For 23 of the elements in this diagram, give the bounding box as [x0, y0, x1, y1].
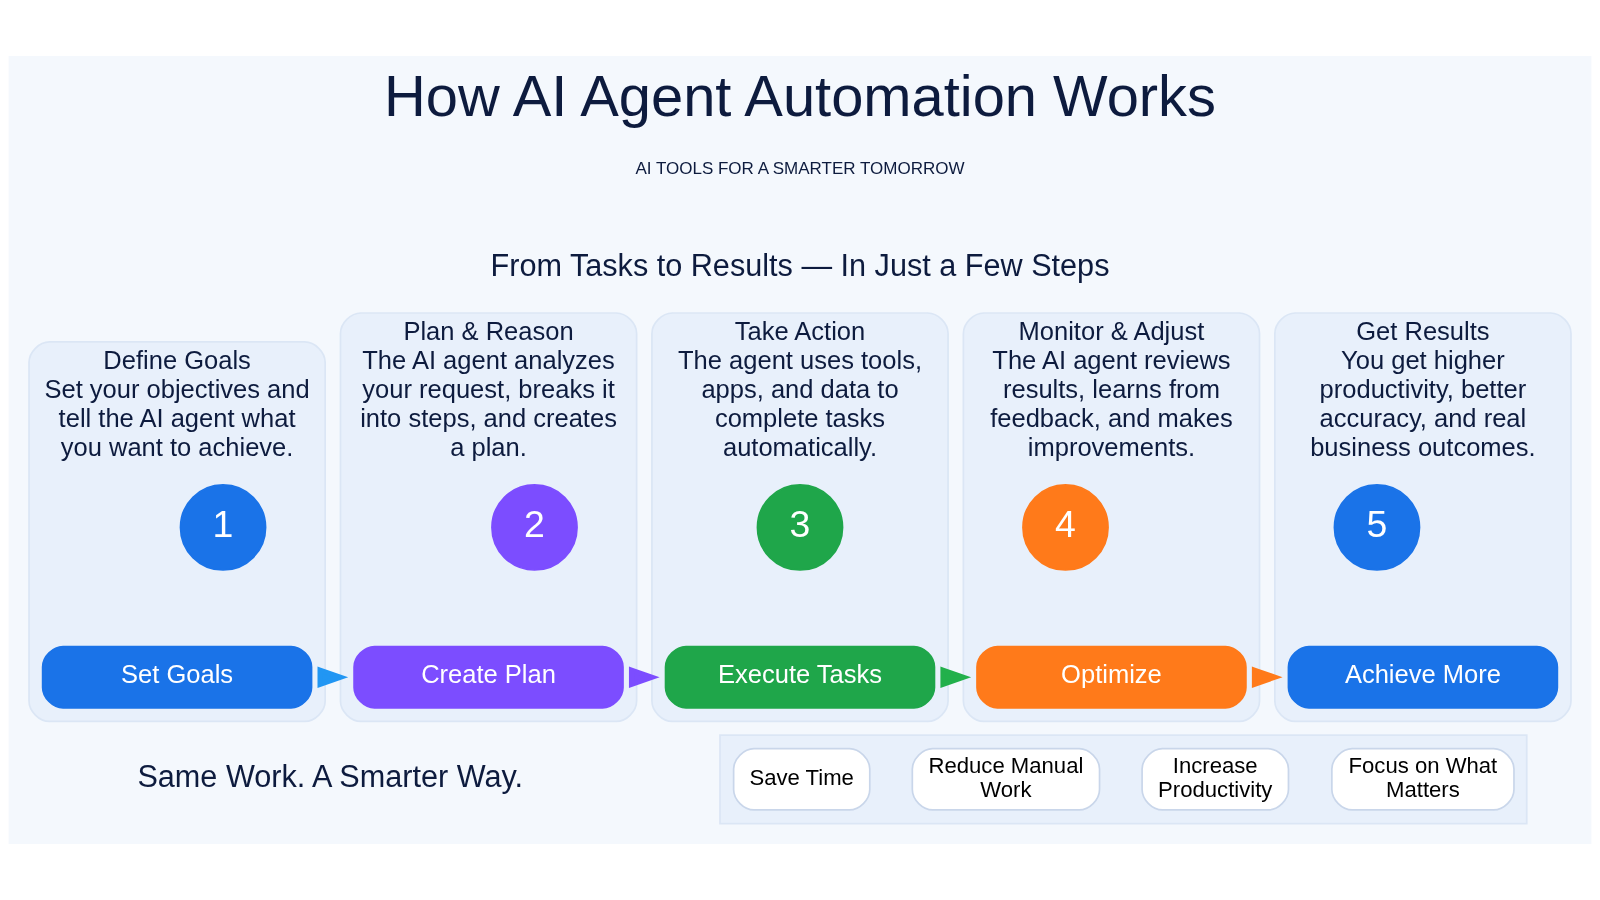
arrow: [940, 666, 972, 688]
node-box: Execute Tasks: [664, 645, 936, 709]
node-box: Reduce Manual Work: [911, 747, 1101, 811]
diagram-title: How AI Agent Automation Works: [384, 63, 1216, 128]
node-circle: 2: [491, 484, 578, 571]
node-box: Increase Productivity: [1141, 747, 1290, 811]
node-box: Focus on What Matters: [1331, 747, 1515, 811]
node-box: Optimize: [976, 645, 1247, 709]
label: AI TOOLS FOR A SMARTER TOMORROW: [635, 159, 965, 179]
node-box: Set Goals: [41, 645, 313, 709]
arrow: [317, 666, 349, 688]
cluster: [719, 734, 1528, 825]
label: Same Work. A Smarter Way.: [137, 758, 524, 793]
node-box: Save Time: [732, 747, 871, 811]
arrow: [1251, 666, 1283, 688]
node-box: Create Plan: [353, 645, 624, 709]
node-circle: 3: [756, 484, 844, 571]
arrow: [628, 666, 660, 688]
node-circle: 4: [1022, 484, 1109, 571]
node-circle: 5: [1333, 484, 1421, 571]
node-circle: 1: [179, 484, 267, 571]
node-box: Achieve More: [1287, 645, 1559, 709]
label: From Tasks to Results — In Just a Few Steps: [490, 248, 1110, 283]
